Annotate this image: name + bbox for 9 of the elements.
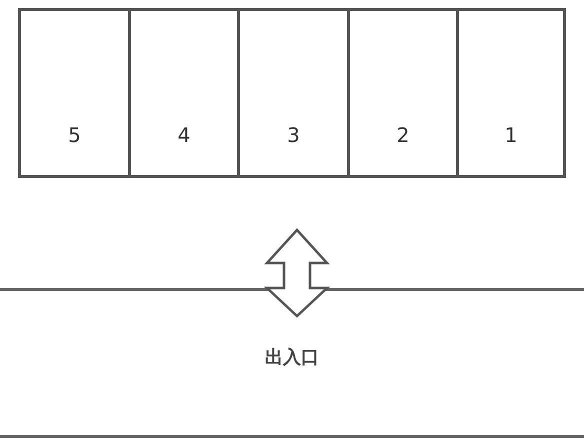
parking-lot-box — [18, 8, 566, 178]
space-number: 4 — [178, 123, 190, 147]
space-number: 1 — [504, 123, 518, 147]
space-number: 2 — [396, 123, 410, 147]
road-band — [0, 288, 584, 438]
space-number: 5 — [68, 123, 81, 147]
space-number: 3 — [287, 123, 300, 147]
double-arrow — [264, 228, 330, 318]
entrance-label: 出入口 — [265, 346, 319, 369]
